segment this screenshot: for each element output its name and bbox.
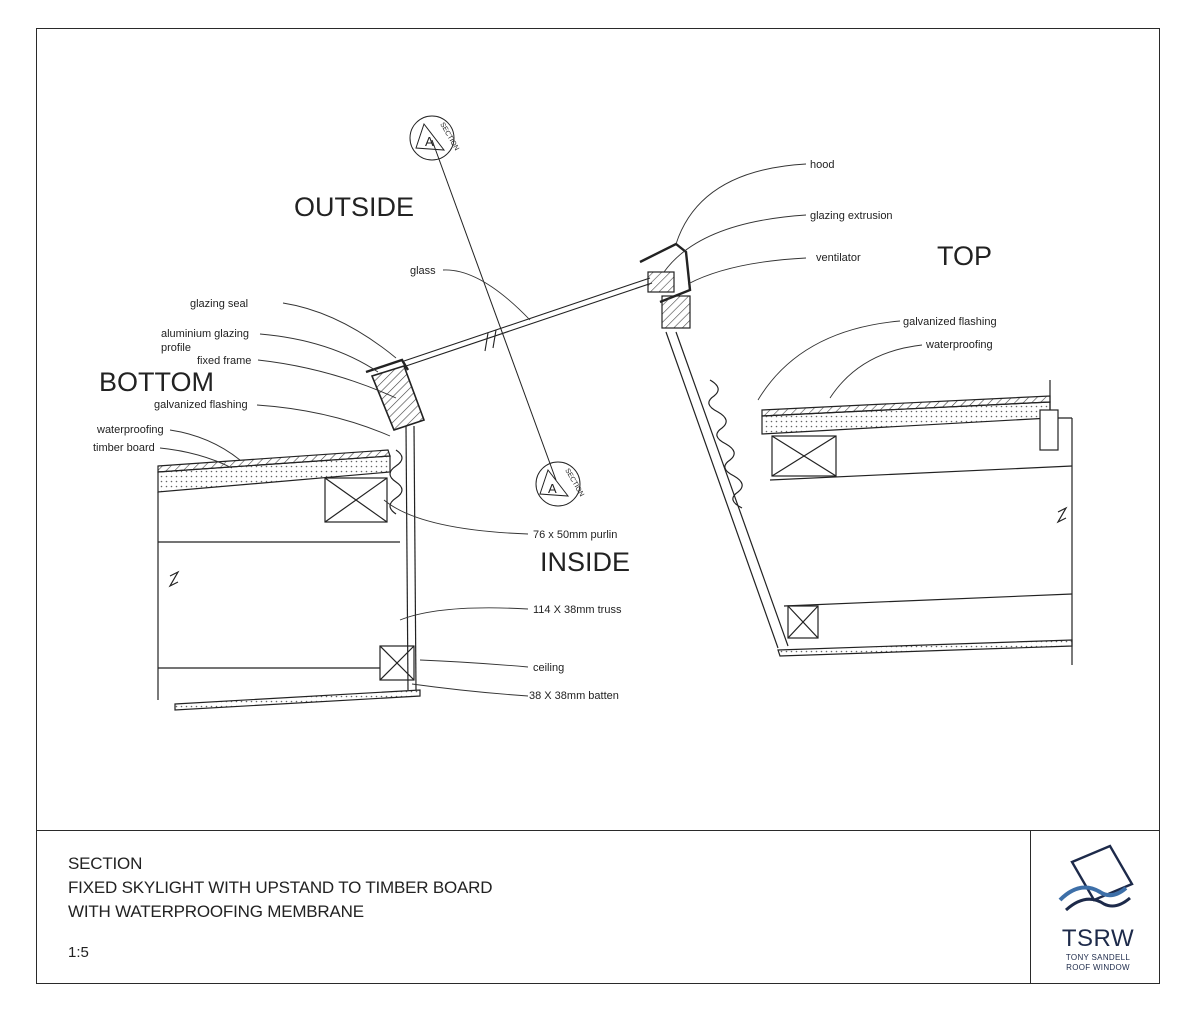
glazing-extrusion — [647, 271, 675, 293]
callout-timber-board: timber board — [93, 442, 155, 454]
left-insulation — [389, 449, 403, 515]
right-ceiling — [777, 639, 1073, 657]
callout-waterproofing-left: waterproofing — [96, 424, 164, 436]
callout-galvanized-flashing-left: galvanized flashing — [154, 399, 248, 411]
drawing-scale: 1:5 — [68, 944, 89, 961]
callout-glass: glass — [410, 265, 436, 277]
glass-pane — [403, 277, 653, 367]
label-inside: INSIDE — [540, 547, 630, 577]
label-bottom: BOTTOM — [99, 367, 214, 397]
logo-cell — [1030, 830, 1160, 984]
callout-purlin: 76 x 50mm purlin — [533, 529, 617, 541]
callout-fixed-frame: fixed frame — [197, 355, 251, 367]
section-marker-top — [409, 115, 455, 161]
left-ceiling — [174, 689, 421, 711]
section-marker-bottom — [535, 461, 581, 507]
fixed-frame — [370, 365, 426, 431]
callout-ceiling: ceiling — [533, 662, 564, 674]
aluminium-glazing-profile — [365, 358, 410, 374]
section-letter-bottom: A — [548, 481, 557, 496]
title-line-2: FIXED SKYLIGHT WITH UPSTAND TO TIMBER BO… — [68, 878, 493, 897]
drawing-border — [36, 28, 1160, 984]
right-insulation — [708, 379, 743, 509]
ventilator — [661, 295, 691, 329]
logo-name: TSRW — [1061, 925, 1135, 952]
tsrw-logo-mark — [1058, 844, 1134, 912]
logo-subtitle-2: ROOF WINDOW — [1066, 963, 1130, 972]
callout-aluminium-profile: profile — [161, 342, 191, 354]
callout-glazing-seal: glazing seal — [190, 298, 248, 310]
title-block — [36, 830, 1160, 984]
callout-ventilator: ventilator — [816, 252, 861, 264]
logo-subtitle-1: TONY SANDELL — [1065, 953, 1131, 962]
title-line-1: SECTION — [68, 854, 143, 873]
callout-galvanized-flashing-right: galvanized flashing — [903, 316, 997, 328]
right-roof-assembly — [639, 242, 1073, 665]
callout-hood: hood — [810, 159, 834, 171]
callout-truss: 114 X 38mm truss — [533, 604, 622, 616]
label-top: TOP — [937, 241, 992, 271]
title-line-3: WITH WATERPROOFING MEMBRANE — [68, 902, 364, 921]
left-roof-assembly — [157, 358, 426, 711]
callout-waterproofing-right: waterproofing — [925, 339, 993, 351]
section-letter-top: A — [425, 134, 434, 149]
section-cut — [409, 115, 581, 507]
label-outside: OUTSIDE — [294, 192, 414, 222]
callout-glazing-extrusion: glazing extrusion — [810, 210, 893, 222]
callout-batten: 38 X 38mm batten — [529, 690, 619, 702]
leader-lines — [159, 163, 923, 697]
hood — [639, 242, 692, 304]
callout-aluminium-glazing: aluminium glazing — [161, 328, 249, 340]
